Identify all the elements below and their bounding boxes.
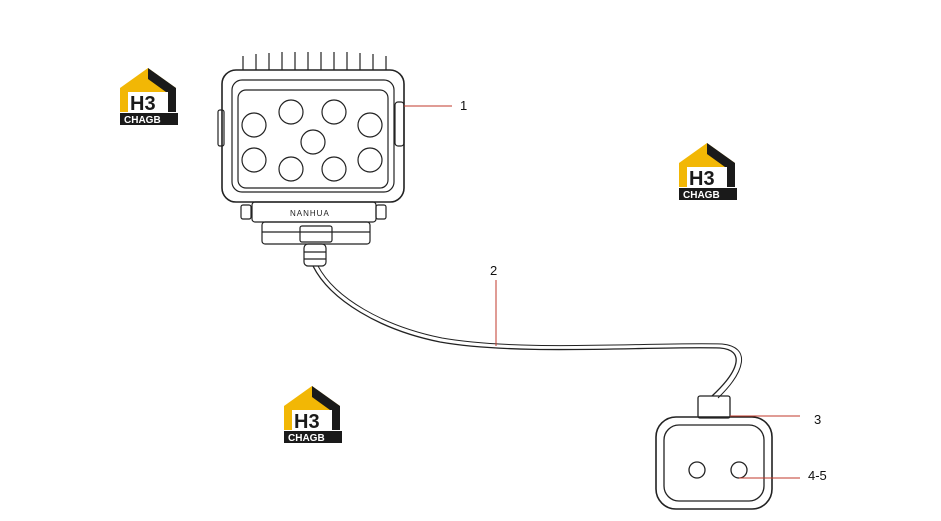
led bbox=[241, 147, 267, 173]
work-lamp bbox=[217, 52, 405, 267]
led-array bbox=[241, 99, 383, 182]
connector bbox=[655, 395, 773, 510]
connector-pin bbox=[730, 461, 748, 479]
logo-sub-text: CHAGB bbox=[288, 433, 325, 444]
led bbox=[278, 99, 304, 125]
led bbox=[321, 156, 347, 182]
brand-logo-1: H3 CHAGB bbox=[120, 68, 178, 126]
lamp-lens bbox=[237, 89, 389, 189]
callout-2: 2 bbox=[490, 263, 497, 278]
callout-4-5: 4-5 bbox=[808, 468, 827, 483]
housing-marking: NANHUA bbox=[290, 209, 330, 218]
logo-sub-text: CHAGB bbox=[124, 115, 161, 126]
led bbox=[241, 112, 267, 138]
callout-1: 1 bbox=[460, 98, 467, 113]
cable bbox=[312, 265, 737, 397]
cable-gland bbox=[303, 243, 327, 267]
led bbox=[321, 99, 347, 125]
brand-logo-2: H3 CHAGB bbox=[679, 143, 737, 201]
logo-sub-text: CHAGB bbox=[683, 190, 720, 201]
logo-main-text: H3 bbox=[294, 411, 320, 433]
connector-neck bbox=[697, 395, 731, 419]
led bbox=[357, 147, 383, 173]
h3-logo-icon: H3 CHAGB bbox=[120, 68, 178, 126]
leader-lines bbox=[404, 105, 800, 479]
connector-pin bbox=[688, 461, 706, 479]
h3-logo-icon: H3 CHAGB bbox=[284, 386, 342, 444]
brand-logo-3: H3 CHAGB bbox=[284, 386, 342, 444]
led bbox=[278, 156, 304, 182]
h3-logo-icon: H3 CHAGB bbox=[679, 143, 737, 201]
heat-sink-fins bbox=[242, 52, 387, 70]
led bbox=[300, 129, 326, 155]
led bbox=[357, 112, 383, 138]
logo-main-text: H3 bbox=[689, 168, 715, 190]
connector-body bbox=[655, 416, 773, 510]
logo-main-text: H3 bbox=[130, 93, 156, 115]
callout-3: 3 bbox=[814, 412, 821, 427]
